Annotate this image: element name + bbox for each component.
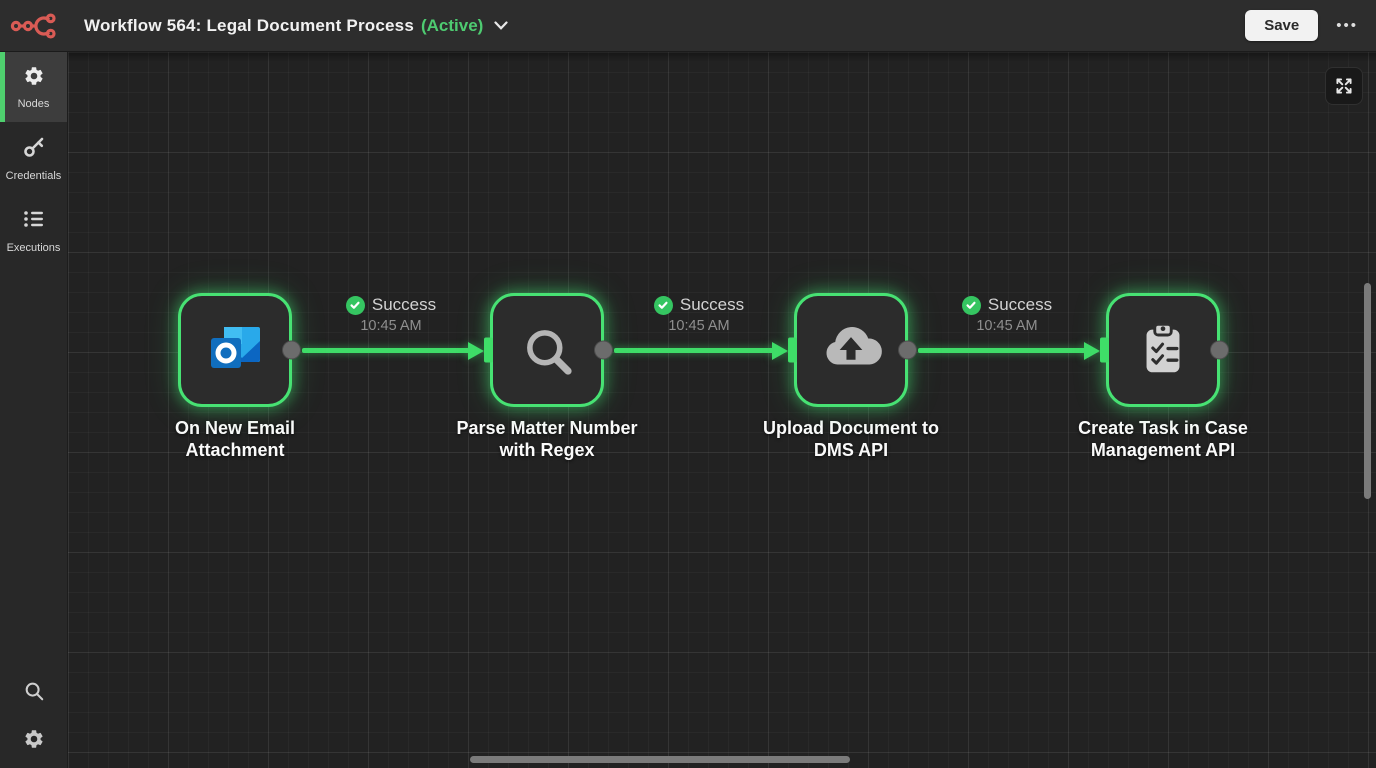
sidebar-item-label: Credentials <box>5 170 62 182</box>
status-time: 10:45 AM <box>360 318 422 334</box>
connection-arrowhead-icon <box>468 341 484 360</box>
sidebar-item-label: Nodes <box>17 98 50 110</box>
connection-status-label: Success 10:45 AM <box>937 295 1077 334</box>
left-sidebar: Nodes Credentials Executions <box>0 52 68 768</box>
status-time: 10:45 AM <box>976 318 1038 334</box>
connection-line[interactable] <box>614 348 774 353</box>
input-port[interactable] <box>484 337 493 363</box>
status-time: 10:45 AM <box>668 318 730 334</box>
node-title: Parse Matter Number with Regex <box>456 418 638 460</box>
vertical-scrollbar[interactable] <box>1364 283 1371 499</box>
connection-arrowhead-icon <box>772 341 788 360</box>
connection-status-label: Success 10:45 AM <box>321 295 461 334</box>
fit-view-button[interactable] <box>1325 67 1363 105</box>
save-button[interactable]: Save <box>1245 10 1319 41</box>
workflow-status-badge: (Active) <box>420 15 484 35</box>
success-check-icon <box>345 295 365 315</box>
workflow-canvas[interactable]: Success 10:45 AM Success 10:45 AM Succes… <box>68 52 1376 768</box>
settings-button[interactable] <box>21 726 47 752</box>
gear-icon <box>23 65 45 92</box>
connection-arrowhead-icon <box>1084 341 1100 360</box>
connection-line[interactable] <box>918 348 1086 353</box>
outlook-email-icon <box>211 327 260 368</box>
expand-arrows-icon <box>1336 78 1352 94</box>
cloud-upload-icon <box>826 327 882 365</box>
node-upload-document-dms: Upload Document to DMS API <box>751 293 951 462</box>
node-title: Create Task in Case Management API <box>1078 418 1248 460</box>
sidebar-item-label: Executions <box>6 242 61 254</box>
input-port[interactable] <box>788 337 797 363</box>
sidebar-item-executions[interactable]: Executions <box>0 194 67 266</box>
sidebar-item-credentials[interactable]: Credentials <box>0 122 67 194</box>
node-title: Upload Document to DMS API <box>763 418 939 460</box>
node-box[interactable] <box>484 293 612 407</box>
connection-line[interactable] <box>302 348 470 353</box>
search-icon <box>25 682 43 701</box>
search-icon <box>527 330 572 375</box>
workflow-title-dropdown[interactable]: Workflow 564: Legal Document Process (Ac… <box>84 16 508 36</box>
clipboard-check-icon <box>1146 322 1180 373</box>
sidebar-spacer <box>0 266 67 678</box>
node-box[interactable] <box>788 293 916 407</box>
connection-status-label: Success 10:45 AM <box>629 295 769 334</box>
output-port[interactable] <box>595 341 612 359</box>
node-title: On New Email Attachment <box>174 418 296 460</box>
workflow-title: Workflow 564: Legal Document Process <box>84 15 414 35</box>
sidebar-bottom-actions <box>0 678 67 768</box>
chevron-down-icon <box>494 21 508 30</box>
node-on-new-email-attachment: On New Email Attachment <box>135 293 335 462</box>
key-icon <box>22 135 46 164</box>
output-port[interactable] <box>899 341 916 359</box>
app-logo-icon <box>0 8 68 44</box>
settings-gear-icon <box>24 730 43 748</box>
status-text: Success <box>987 295 1053 314</box>
status-text: Success <box>371 295 437 314</box>
topbar-actions: Save ••• <box>1245 10 1376 41</box>
success-check-icon <box>653 295 673 315</box>
node-box[interactable] <box>178 293 300 407</box>
node-create-task-case-management: Create Task in Case Management API <box>1063 293 1263 462</box>
list-icon <box>22 207 46 236</box>
more-options-button[interactable]: ••• <box>1336 17 1358 34</box>
output-port[interactable] <box>1211 341 1228 359</box>
success-check-icon <box>961 295 981 315</box>
output-port[interactable] <box>283 341 300 359</box>
search-button[interactable] <box>21 678 47 704</box>
horizontal-scrollbar[interactable] <box>470 756 850 763</box>
status-text: Success <box>679 295 745 314</box>
top-bar: Workflow 564: Legal Document Process (Ac… <box>0 0 1376 52</box>
input-port[interactable] <box>1100 337 1109 363</box>
node-parse-matter-number: Parse Matter Number with Regex <box>447 293 647 462</box>
sidebar-item-nodes[interactable]: Nodes <box>0 52 67 122</box>
node-box[interactable] <box>1100 293 1228 407</box>
